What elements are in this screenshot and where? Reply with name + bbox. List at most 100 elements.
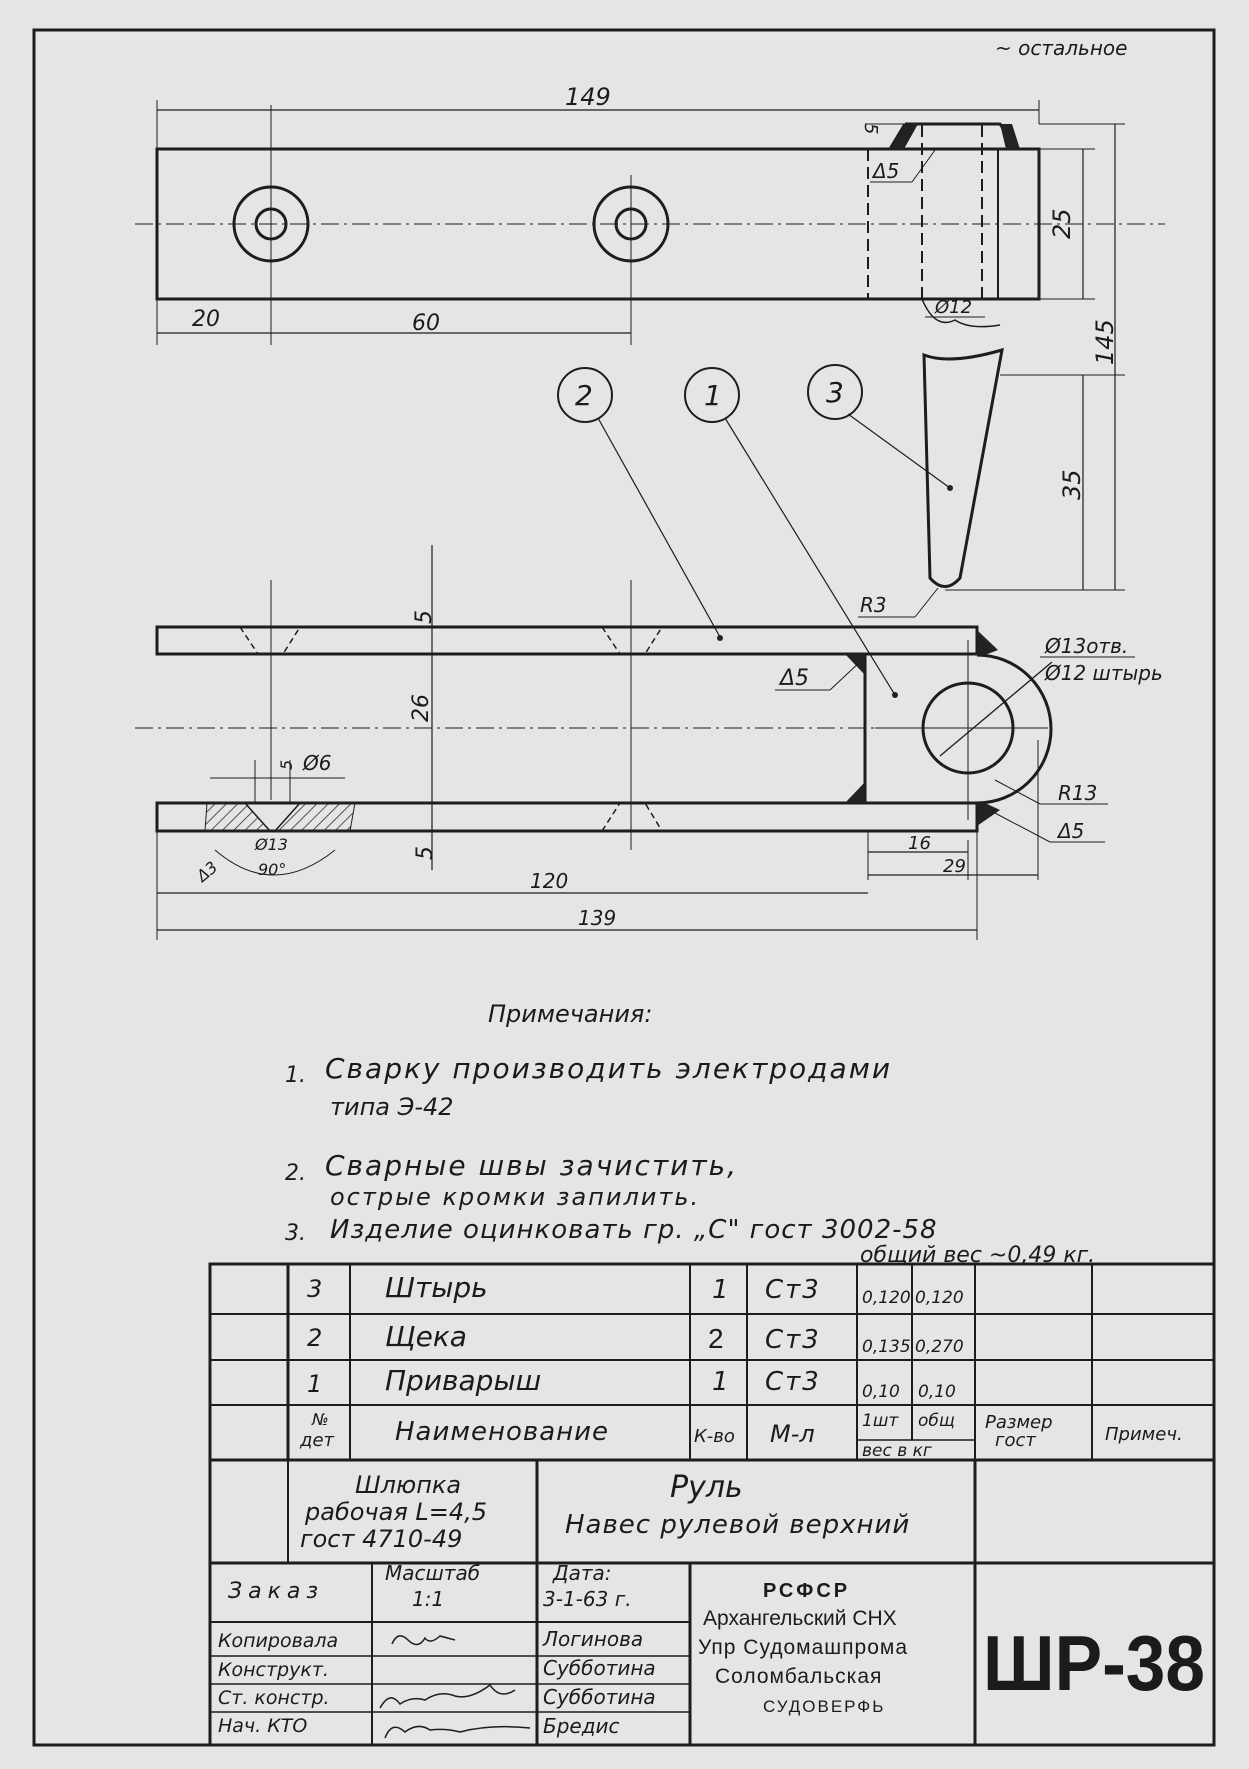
svg-text:0,10: 0,10 (862, 1382, 900, 1402)
svg-text:0,270: 0,270 (915, 1337, 964, 1357)
svg-text:Ст3: Ст3 (765, 1275, 821, 1305)
drawing-code: ШР-38 (983, 1619, 1205, 1707)
name-copied: Логинова (542, 1627, 643, 1651)
weld-symbol-side: Δ5 (778, 666, 809, 691)
dim-149: 149 (565, 83, 611, 111)
name-senior-designer: Субботина (543, 1685, 656, 1709)
scale-value: 1:1 (412, 1587, 444, 1611)
svg-text:дет: дет (299, 1430, 335, 1451)
parts-row-2: 2 Щека 2 Ст3 0,135 0,270 (307, 1320, 964, 1357)
note-2-num: 2. (285, 1161, 306, 1186)
org-line-1: РСФСР (763, 1580, 850, 1602)
role-designer: Конструкт. (218, 1659, 329, 1681)
svg-text:1: 1 (307, 1370, 322, 1398)
dim-r3: R3 (860, 593, 887, 617)
date-label: Дата: (552, 1561, 612, 1585)
svg-text:М-л: М-л (770, 1420, 815, 1448)
svg-text:№: № (311, 1410, 329, 1429)
note-1-line-2: типа Э-42 (330, 1093, 454, 1121)
note-1-line-1: Сварку производить электродами (325, 1052, 892, 1085)
signature-2 (379, 1683, 516, 1709)
title-line-1: Руль (670, 1470, 743, 1505)
svg-text:гост: гост (995, 1430, 1036, 1451)
callout-2: 2 (557, 367, 723, 641)
note-2-line-1: Сварные швы зачистить, (325, 1149, 738, 1182)
note-3-line-1: Изделие оцинковать гр. „С" гост 3002-58 (330, 1215, 938, 1245)
dim-csk-5: 5 (277, 760, 296, 770)
dim-pin-12: Ø12 штырь (1044, 661, 1163, 685)
parts-row-1: 1 Приварыш 1 Ст3 0,10 0,10 (307, 1364, 956, 1402)
org-line-3: Упр Судомашпрома (698, 1636, 908, 1659)
svg-text:1: 1 (712, 1367, 729, 1397)
svg-text:Примеч.: Примеч. (1105, 1424, 1183, 1445)
dim-29: 29 (943, 856, 966, 877)
pin-part-3: 35 145 R3 (858, 123, 1125, 618)
role-copied: Копировала (218, 1630, 338, 1652)
svg-text:общ: общ (918, 1411, 955, 1431)
svg-text:Штырь: Штырь (385, 1271, 488, 1304)
dim-5-lower: 5 (413, 846, 438, 860)
svg-text:Щека: Щека (385, 1320, 467, 1353)
org-line-5: судоверфь (763, 1697, 885, 1716)
dim-25: 25 (1048, 208, 1076, 239)
svg-text:0,120: 0,120 (915, 1288, 964, 1308)
svg-text:Ст3: Ст3 (765, 1325, 821, 1355)
dim-139: 139 (578, 906, 616, 930)
signature-1 (391, 1635, 456, 1646)
role-head: Нач. КТО (218, 1715, 307, 1737)
svg-text:1: 1 (712, 1275, 729, 1305)
parts-row-3: 3 Штырь 1 Ст3 0,120 0,120 (307, 1271, 964, 1308)
svg-text:2: 2 (307, 1324, 322, 1352)
dim-35: 35 (1058, 469, 1086, 500)
svg-text:вес в кг: вес в кг (862, 1441, 932, 1461)
svg-text:3: 3 (307, 1275, 322, 1303)
svg-text:2: 2 (708, 1323, 724, 1354)
name-head: Бредис (543, 1714, 620, 1738)
dim-hole-13: Ø13отв. (1044, 634, 1128, 658)
svg-text:К-во: К-во (694, 1426, 735, 1447)
product-line-2: рабочая L=4,5 (304, 1498, 487, 1526)
top-view: 149 5 Δ5 25 20 60 Ø12 (135, 83, 1165, 345)
svg-text:Размер: Размер (985, 1412, 1053, 1433)
dim-weld-5: 5 (860, 123, 881, 134)
top-note: ~ остальное (995, 36, 1127, 60)
note-2-line-2: острые кромки запилить. (330, 1183, 700, 1211)
dim-26: 26 (409, 694, 434, 722)
svg-text:1шт: 1шт (862, 1411, 899, 1431)
svg-text:0,10: 0,10 (918, 1382, 956, 1402)
dim-120: 120 (530, 869, 568, 893)
role-senior-designer: Ст. констр. (218, 1687, 330, 1709)
callout-1: 1 (684, 367, 898, 698)
dim-r13: R13 (1058, 781, 1097, 805)
svg-text:0,135: 0,135 (862, 1337, 911, 1357)
weld-symbol-top: Δ5 (871, 159, 899, 183)
dim-csk-90: 90° (258, 860, 286, 879)
svg-text:Ст3: Ст3 (765, 1367, 821, 1397)
callout-3: 3 (807, 364, 953, 491)
side-view: 5 26 5 Δ5 Ø13отв. Ø12 штырь R13 Δ5 5 Ø6 … (135, 545, 1163, 940)
dim-pin-dia: Ø12 (934, 297, 972, 318)
svg-text:Наименование: Наименование (395, 1417, 609, 1447)
notes-block: Примечания: 1. Сварку производить электр… (285, 1000, 1095, 1268)
dim-csk-hole: Ø6 (302, 751, 331, 775)
order-label: Заказ (228, 1579, 324, 1604)
dim-60: 60 (412, 311, 440, 336)
dim-5-upper: 5 (412, 610, 437, 624)
parts-header: № дет Наименование К-во М-л 1шт общ вес … (299, 1410, 1183, 1461)
svg-text:3: 3 (826, 376, 844, 409)
dim-weld-5b: Δ5 (1056, 819, 1084, 843)
scale-label: Масштаб (385, 1561, 480, 1585)
parts-table: 3 Штырь 1 Ст3 0,120 0,120 2 Щека 2 Ст3 0… (208, 1262, 1216, 1462)
product-line-1: Шлюпка (355, 1471, 461, 1499)
svg-text:2: 2 (575, 379, 593, 412)
notes-title: Примечания: (488, 1000, 652, 1028)
svg-text:1: 1 (704, 379, 722, 412)
note-3-num: 3. (285, 1221, 306, 1246)
signature-3 (384, 1725, 531, 1739)
date-value: 3-1-63 г. (543, 1587, 632, 1611)
title-line-2: Навес рулевой верхний (565, 1510, 910, 1540)
dim-16: 16 (908, 833, 931, 854)
title-block: Шлюпка рабочая L=4,5 гост 4710-49 Руль Н… (208, 1458, 1216, 1747)
org-line-2: Архангельский СНХ (703, 1607, 897, 1630)
